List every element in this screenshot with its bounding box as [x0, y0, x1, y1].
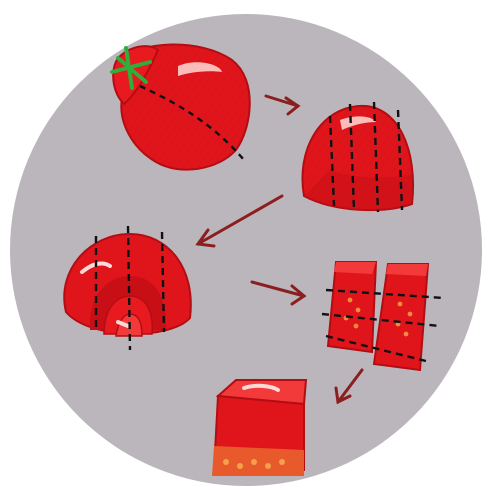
strawberry-cube-icon: [212, 380, 306, 476]
